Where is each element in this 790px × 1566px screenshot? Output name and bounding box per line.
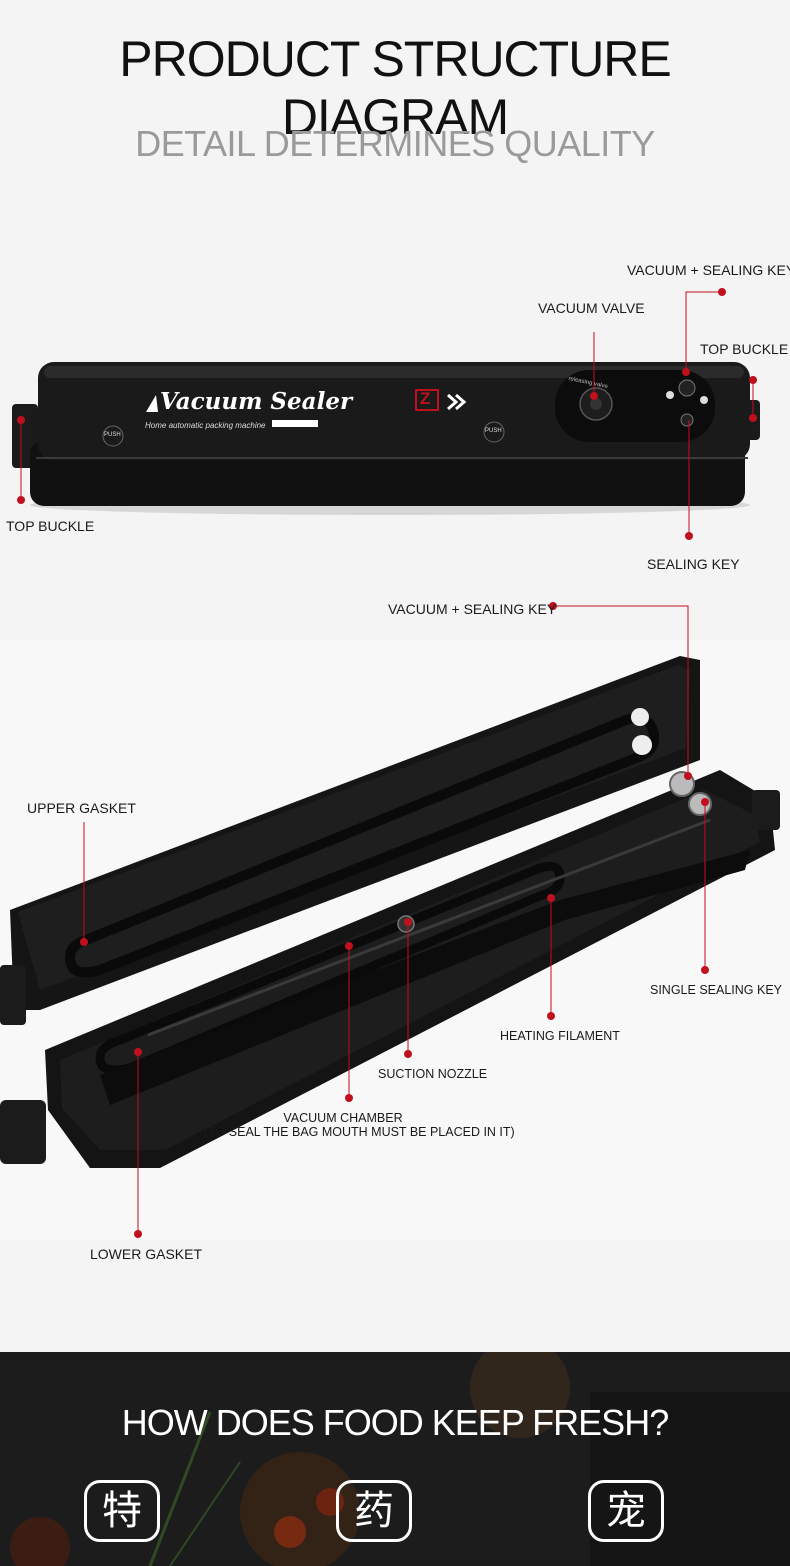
callout-upper-gasket: UPPER GASKET <box>27 800 136 816</box>
page-subtitle: DETAIL DETERMINES QUALITY <box>135 123 655 164</box>
leader-lines-top <box>20 291 754 536</box>
callout-sealing-key: SEALING KEY <box>647 556 740 572</box>
callout-heating-filament: HEATING FILAMENT <box>500 1029 620 1043</box>
callout-lower-gasket: LOWER GASKET <box>90 1246 203 1262</box>
callout-vacuum-sealing-key-open: VACUUM + SEALING KEY <box>388 601 557 617</box>
callout-suction-nozzle: SUCTION NOZZLE <box>378 1067 488 1081</box>
device-badge: Z <box>420 389 431 408</box>
badge-te: 特 <box>84 1480 160 1542</box>
vacuum-chamber-label: VACUUM CHAMBER <box>283 1111 403 1125</box>
footer-banner: HOW DOES FOOD KEEP FRESH? 特 药 宠 <box>0 1352 790 1566</box>
markers-top <box>17 288 757 540</box>
page-title: PRODUCT STRUCTURE DIAGRAM <box>119 31 672 145</box>
leader-lines-open <box>83 605 706 1234</box>
callout-vacuum-chamber: VACUUM CHAMBER (TO SEAL THE BAG MOUTH MU… <box>204 1111 515 1139</box>
vacuum-chamber-note: (TO SEAL THE BAG MOUTH MUST BE PLACED IN… <box>204 1125 515 1139</box>
product-diagram <box>0 288 790 1240</box>
callout-single-sealing-key: SINGLE SEALING KEY <box>650 983 782 997</box>
callout-vacuum-valve: VACUUM VALVE <box>538 300 645 316</box>
device-tagline: Home automatic packing machine <box>145 421 266 430</box>
device-brand: Vacuum Sealer <box>160 388 353 415</box>
footer-title: HOW DOES FOOD KEEP FRESH? <box>121 1402 669 1443</box>
push-label-left: PUSH <box>104 432 121 438</box>
food-background <box>0 1352 790 1566</box>
callout-top-buckle-left: TOP BUCKLE <box>6 518 95 534</box>
markers-open <box>80 602 709 1238</box>
open-sealer-illustration <box>0 640 790 1240</box>
badge-chong: 宠 <box>588 1480 664 1542</box>
callout-vacuum-sealing-key-top: VACUUM + SEALING KEY <box>627 262 790 278</box>
push-label-right: PUSH <box>485 428 502 434</box>
badge-yao: 药 <box>336 1480 412 1542</box>
callout-top-buckle-right: TOP BUCKLE <box>700 341 789 357</box>
closed-sealer-illustration <box>12 362 760 515</box>
